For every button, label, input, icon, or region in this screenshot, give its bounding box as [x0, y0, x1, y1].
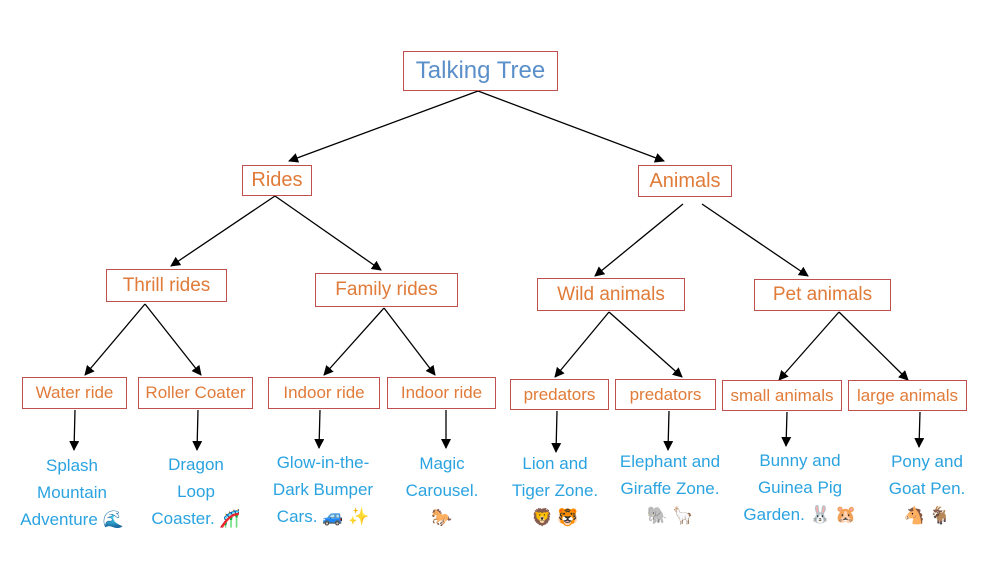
edge-wild-pred1 [554, 311, 610, 378]
edge-pred2-leaf [663, 410, 674, 451]
node-indoor-ride-2: Indoor ride [387, 377, 496, 409]
node-small-animals: small animals [722, 380, 842, 411]
edge-rides-thrill [170, 195, 276, 267]
node-thrill-rides: Thrill rides [106, 269, 227, 302]
node-wild-animals: Wild animals [537, 278, 685, 311]
node-predators-2: predators [615, 379, 716, 410]
node-large-animals: large animals [848, 380, 967, 411]
edge-large-leaf [914, 411, 925, 448]
edge-pet-large [838, 311, 909, 381]
node-pet-animals: Pet animals [754, 279, 891, 311]
edge-thrill-water [84, 303, 146, 376]
node-water-ride: Water ride [22, 377, 127, 409]
node-animals: Animals [638, 165, 732, 197]
leaf-pony-goat-pen: Pony and Goat Pen. 🐴 🐐 [888, 452, 966, 525]
node-indoor-ride-1: Indoor ride [268, 377, 380, 409]
edge-indoor1-leaf [314, 409, 325, 449]
node-rides: Rides [242, 165, 312, 196]
node-roller-coater: Roller Coater [138, 377, 253, 409]
edge-pet-small [778, 311, 840, 381]
edge-thrill-coaster [144, 303, 202, 376]
node-talking-tree: Talking Tree [403, 51, 558, 91]
node-predators-1: predators [510, 379, 609, 410]
leaf-bumper-cars: Glow-in-the- Dark Bumper Cars. 🚙 ✨ [272, 453, 374, 526]
edge-wild-pred2 [608, 311, 683, 378]
leaf-bunny-guinea-pig-garden: Bunny and Guinea Pig Garden. 🐰 🐹 [743, 451, 857, 524]
edge-small-leaf [781, 411, 792, 447]
edge-rides-family [274, 195, 382, 271]
edge-root-animals [477, 90, 665, 163]
leaf-elephant-giraffe-zone: Elephant and Giraffe Zone. 🐘 🦙 [619, 452, 721, 525]
edge-animals-pet [701, 203, 809, 277]
edge-pred1-leaf [551, 410, 562, 453]
edge-family-indoor1 [323, 307, 385, 376]
edge-root-rides [288, 90, 479, 163]
node-family-rides: Family rides [315, 273, 458, 307]
edge-family-indoor2 [383, 307, 436, 376]
edge-coaster-leaf [192, 409, 203, 451]
edge-water-leaf [69, 409, 80, 451]
leaf-magic-carousel: Magic Carousel. 🐎 [405, 454, 479, 527]
edge-animals-wild [594, 203, 684, 277]
leaf-dragon-loop: Dragon Loop Coaster. 🎢 [151, 455, 241, 528]
leaf-lion-tiger-zone: Lion and Tiger Zone. 🦁 🐯 [511, 454, 599, 527]
leaf-splash-mountain: Splash Mountain Adventure 🌊 [20, 456, 124, 529]
